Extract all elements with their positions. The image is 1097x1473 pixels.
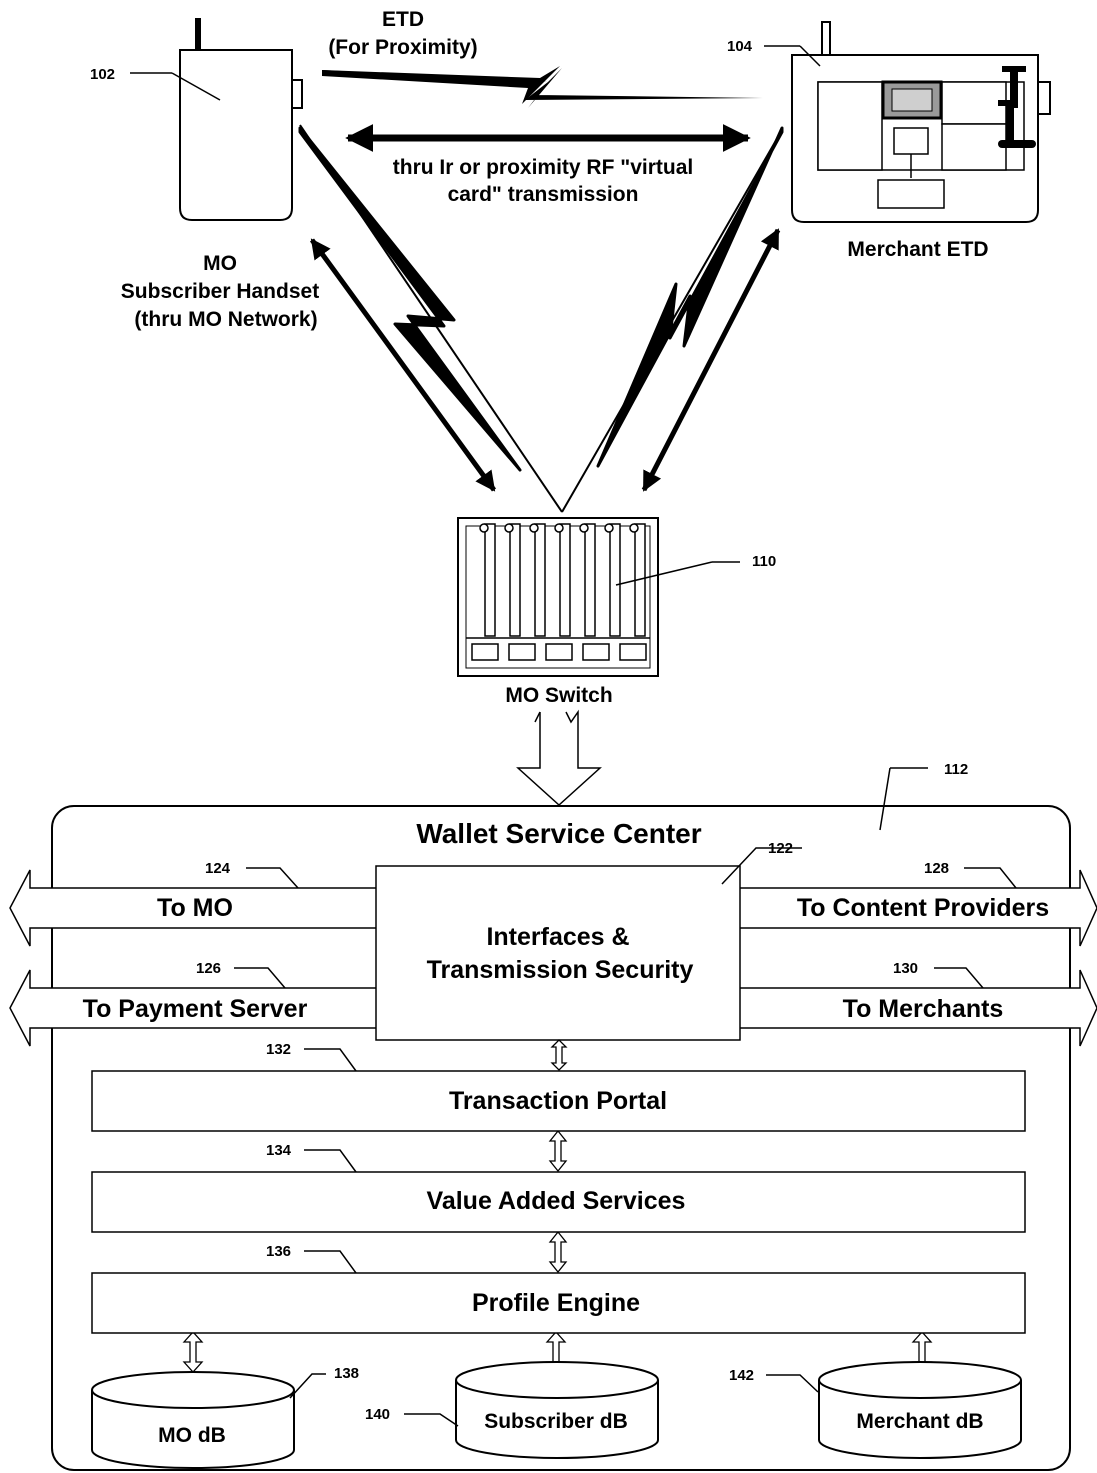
handset-label-line1: MO	[203, 252, 237, 275]
handset-switch-arrow	[309, 238, 497, 492]
to-payment-ref-leader	[234, 967, 286, 989]
to-merchants-label: To Merchants	[843, 995, 1004, 1023]
switch-wallet-arrow	[516, 709, 602, 807]
interfaces-line1: Interfaces &	[486, 923, 629, 951]
to-payment-ref: 126	[196, 960, 221, 977]
transaction-portal-ref: 132	[266, 1041, 291, 1058]
transaction-portal-box	[91, 1070, 1026, 1132]
subscriber-db-label: Subscriber dB	[484, 1410, 628, 1433]
to-mo-ref-leader	[246, 867, 299, 889]
etd-title: ETD	[382, 8, 424, 31]
handset-label-line3: (thru MO Network)	[134, 308, 317, 331]
ir-line2: card" transmission	[448, 183, 639, 206]
mo-db-label: MO dB	[158, 1424, 226, 1447]
merchant-ref: 104	[727, 38, 753, 55]
interfaces-line2: Transmission Security	[427, 956, 694, 984]
transaction-portal-ref-leader	[304, 1048, 357, 1072]
merchant-terminal-icon	[791, 21, 1051, 223]
to-merchants-ref-leader	[934, 967, 984, 989]
subscriber-db-ref: 140	[365, 1406, 390, 1423]
to-content-ref-leader	[964, 867, 1017, 889]
value-added-label: Value Added Services	[427, 1187, 686, 1215]
merchant-db-ref: 142	[729, 1367, 754, 1384]
value-added-box	[91, 1171, 1026, 1233]
mo-db-ref: 138	[334, 1365, 359, 1382]
transaction-portal-label: Transaction Portal	[449, 1087, 667, 1115]
handset-bolt	[298, 126, 522, 472]
subscriber-db-ref-leader	[404, 1413, 459, 1427]
to-content-ref: 128	[924, 860, 949, 877]
switch-ref: 110	[752, 553, 776, 570]
to-payment-label: To Payment Server	[83, 995, 308, 1023]
handset-label-line2: Subscriber Handset	[121, 280, 319, 303]
value-added-ref-leader	[304, 1149, 357, 1173]
switch-icon	[457, 517, 659, 677]
to-merchants-bus	[740, 969, 1097, 1047]
to-mo-ref: 124	[205, 860, 231, 877]
handset-icon	[179, 18, 303, 221]
etd-subtitle: (For Proximity)	[328, 36, 477, 59]
wallet-ref: 112	[944, 761, 968, 778]
switch-label: MO Switch	[505, 684, 612, 707]
database-icon	[455, 1361, 659, 1459]
database-icon	[818, 1361, 1022, 1459]
profile-engine-ref: 136	[266, 1243, 291, 1260]
to-mo-bus	[9, 869, 376, 947]
profile-engine-box	[91, 1272, 1026, 1334]
mo-db-ref-leader	[289, 1373, 326, 1399]
to-merchants-ref: 130	[893, 960, 918, 977]
interfaces-box	[375, 865, 741, 1041]
profile-engine-ref-leader	[304, 1250, 357, 1274]
wallet-title: Wallet Service Center	[416, 818, 701, 849]
handset-ref: 102	[90, 66, 115, 83]
to-content-bus	[740, 869, 1097, 947]
merchant-switch-arrow	[641, 228, 781, 492]
database-icon	[91, 1371, 295, 1469]
to-mo-label: To MO	[157, 894, 233, 922]
etd-bolt-upper	[322, 66, 560, 104]
switch-ref-leader-2	[615, 561, 713, 586]
wallet-ref-leader-2	[879, 767, 891, 831]
lightning-bolt-icon	[322, 68, 765, 108]
merchant-db-ref-leader	[766, 1374, 819, 1393]
merchant-db-label: Merchant dB	[856, 1410, 983, 1433]
to-content-label: To Content Providers	[797, 894, 1049, 922]
value-added-ref: 134	[266, 1142, 292, 1159]
to-payment-bus	[9, 969, 376, 1047]
merchant-ref-leader-2	[799, 45, 821, 67]
handset-ref-leader-2	[171, 72, 221, 101]
interfaces-ref-leader	[721, 847, 802, 885]
merchant-label: Merchant ETD	[847, 238, 988, 261]
ir-line1: thru Ir or proximity RF "virtual	[393, 156, 694, 179]
profile-engine-label: Profile Engine	[472, 1289, 640, 1317]
